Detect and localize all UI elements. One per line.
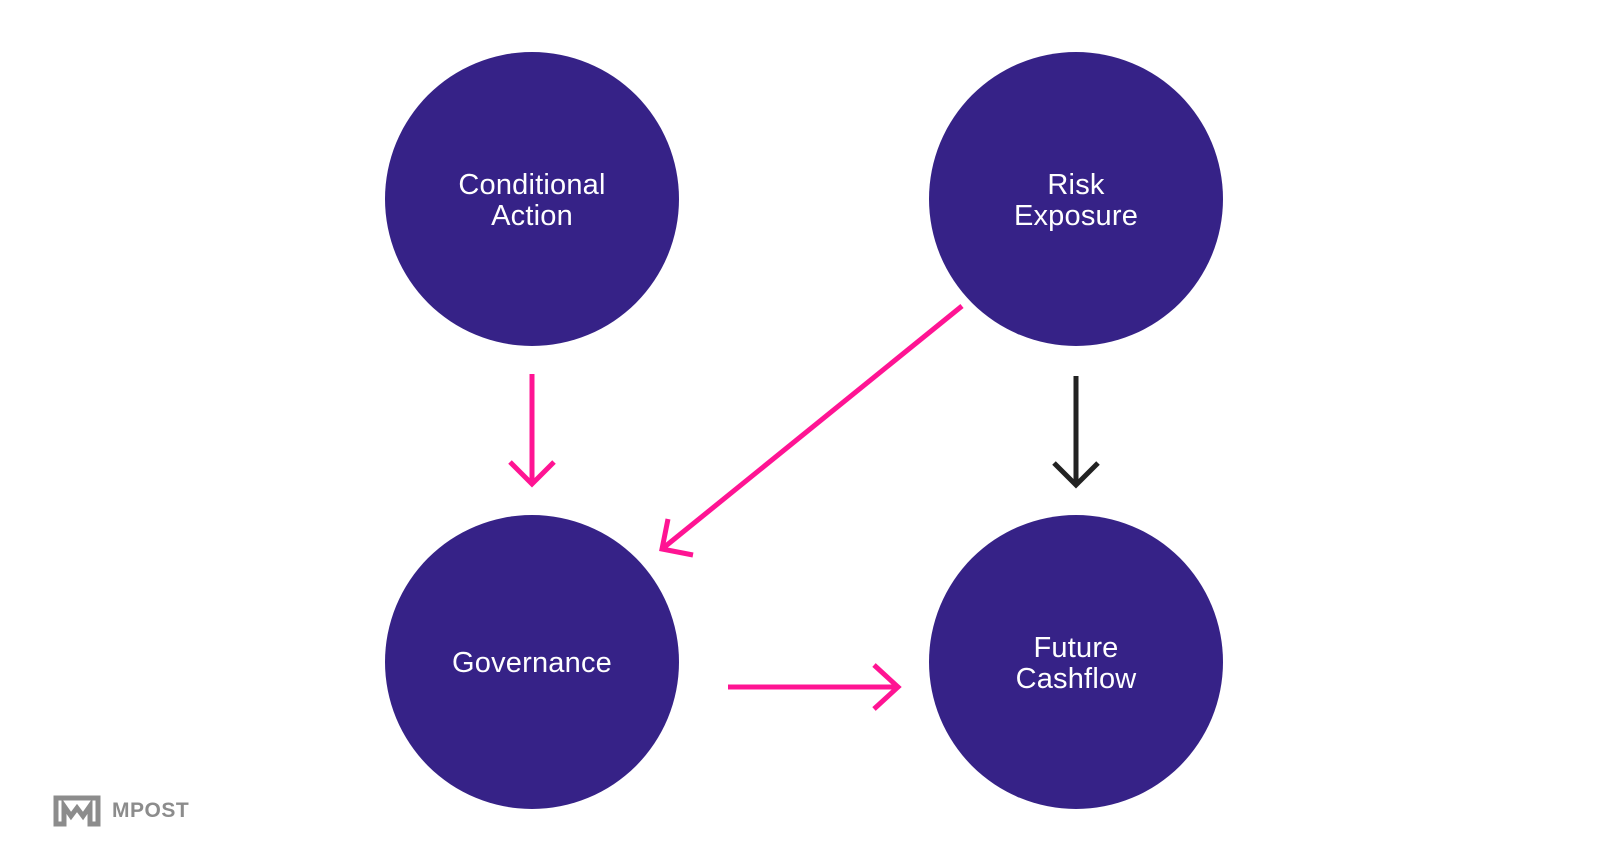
arrow-head (1052, 461, 1100, 489)
node-label-line-2: Exposure (1014, 200, 1138, 232)
arrow-governance-to-future-cashflow (728, 663, 902, 711)
node-governance: Governance (385, 515, 679, 809)
node-conditional-action: Conditional Action (385, 52, 679, 346)
arrow-head (508, 460, 556, 488)
logo-text: MPOST (112, 799, 190, 822)
node-label-line-1: Conditional (458, 169, 605, 201)
node-label-line-2: Action (491, 200, 573, 232)
node-circle (929, 52, 1223, 346)
node-circle (385, 515, 679, 809)
node-circle (929, 515, 1223, 809)
node-risk-exposure: Risk Exposure (929, 52, 1223, 346)
arrow-risk-exposure-to-governance (659, 304, 964, 558)
node-label-line-1: Risk (1047, 169, 1104, 201)
mpost-logo: MPOST (52, 794, 189, 828)
node-future-cashflow: Future Cashflow (929, 515, 1223, 809)
node-circle (385, 52, 679, 346)
node-label-line-1: Future (1033, 632, 1118, 664)
arrow-shaft (660, 304, 964, 551)
arrow-risk-exposure-to-future-cashflow (1052, 376, 1100, 489)
arrow-conditional-action-to-governance (508, 374, 556, 488)
arrow-head (872, 663, 902, 711)
arrow-head (659, 518, 694, 558)
node-label-line-2: Cashflow (1016, 663, 1138, 695)
mpost-logo-icon (53, 795, 101, 827)
node-label-line-1: Governance (452, 647, 612, 679)
